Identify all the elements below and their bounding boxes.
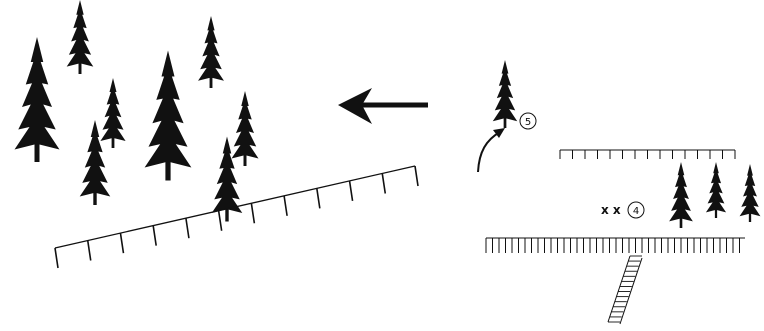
fence-icon [559, 149, 736, 159]
step-five-label: 5 [525, 117, 531, 128]
tree-icon [79, 120, 111, 205]
forest-trees [14, 0, 259, 222]
curved-arrow-icon [477, 128, 505, 173]
tree-icon [739, 164, 761, 222]
x-marks: x x [601, 203, 621, 217]
fence-icon [54, 165, 419, 269]
tree-icon [66, 0, 94, 74]
fence-icon [485, 237, 745, 253]
tree-icon [231, 91, 259, 166]
tree-icon [669, 162, 693, 228]
marks-label-group: x x 4 [601, 201, 645, 219]
step-four-label: 4 [633, 206, 639, 217]
tree-icon [198, 16, 224, 88]
tree-icon [144, 50, 192, 181]
tree-icon [492, 60, 518, 128]
tree-icon [14, 37, 60, 162]
ladder-icon [607, 255, 643, 325]
tree-icon [705, 162, 727, 218]
step-five-badge: 5 [519, 112, 537, 130]
tree-icon [100, 78, 126, 148]
tree-icon [492, 60, 518, 128]
left-arrow-icon [338, 88, 428, 124]
forest-trees [669, 162, 761, 228]
